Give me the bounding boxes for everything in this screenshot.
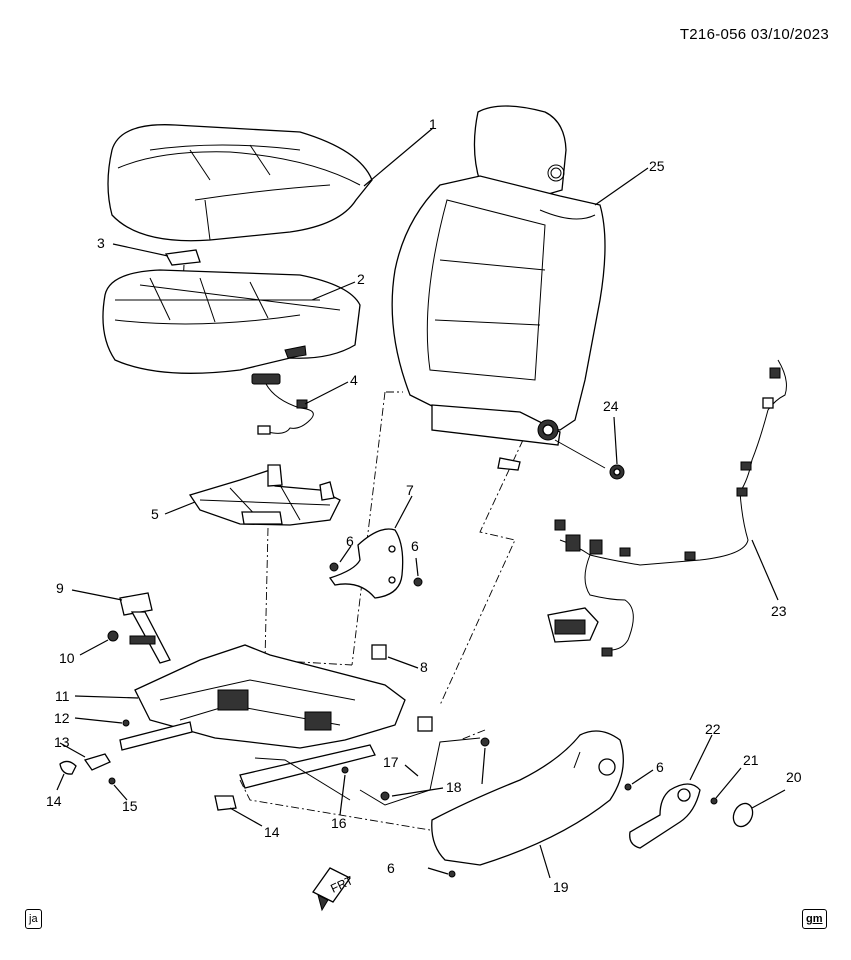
callout-6d: 6: [387, 860, 395, 876]
callout-12: 12: [54, 710, 70, 726]
callout-3: 3: [97, 235, 105, 251]
corner-mark-ja: ja: [25, 909, 42, 929]
gm-logo: gm: [802, 909, 827, 929]
alignment-lines: [239, 391, 524, 831]
seat-frame-adjuster: [119, 644, 406, 801]
callout-6c: 6: [656, 759, 664, 775]
callout-11: 11: [55, 688, 70, 704]
front-direction-arrow: FRT: [312, 867, 356, 912]
seat-recliner-handle: [629, 783, 718, 849]
seat-wiring-harness: [547, 359, 787, 657]
callout-4: 4: [350, 372, 358, 388]
callout-21: 21: [743, 752, 759, 768]
seat-side-shield: [431, 730, 632, 878]
seat-cushion-cover: [107, 124, 373, 242]
callout-7: 7: [406, 482, 414, 498]
callout-25: 25: [649, 158, 665, 174]
seat-back-assembly: [391, 105, 606, 471]
callout-9: 9: [56, 580, 64, 596]
callout-5: 5: [151, 506, 159, 522]
seat-sensor-harness: [251, 373, 314, 435]
diagram-code: T216-056: [679, 26, 747, 43]
callout-24: 24: [603, 398, 619, 414]
callout-14a: 14: [46, 793, 62, 809]
callout-14b: 14: [264, 824, 280, 840]
seat-belt-buckle: [107, 592, 171, 664]
callout-8: 8: [420, 659, 428, 675]
callout-15: 15: [122, 798, 138, 814]
callout-10: 10: [59, 650, 75, 666]
callout-6b: 6: [411, 538, 419, 554]
callout-2: 2: [357, 271, 365, 287]
diagram-date: 03/10/2023: [750, 26, 829, 43]
diagram-header: T216-056 03/10/2023: [680, 26, 829, 43]
seat-clips: [371, 644, 433, 732]
seat-back-bolt: [609, 464, 625, 480]
callout-numbers: 1 2 3 4 5 6 6 6 6 6 7 8 9 10 11 12 13 14…: [46, 116, 802, 895]
seat-adjuster-handle-parts: [59, 753, 237, 811]
callout-18: 18: [446, 779, 462, 795]
callout-22: 22: [705, 721, 721, 737]
callout-6a: 6: [346, 533, 354, 549]
callout-13: 13: [54, 734, 70, 750]
seat-cushion-pad: [102, 269, 361, 374]
seat-occupant-sensor-mat: [188, 464, 341, 526]
callout-16: 16: [331, 815, 347, 831]
leader-lines: [56, 127, 786, 879]
callout-19: 19: [553, 879, 569, 895]
seat-side-bracket: [328, 528, 423, 599]
callout-20: 20: [786, 769, 802, 785]
callout-1: 1: [429, 116, 437, 132]
callout-17: 17: [383, 754, 399, 770]
callout-23: 23: [771, 603, 787, 619]
seat-recliner-cap: [732, 802, 754, 828]
